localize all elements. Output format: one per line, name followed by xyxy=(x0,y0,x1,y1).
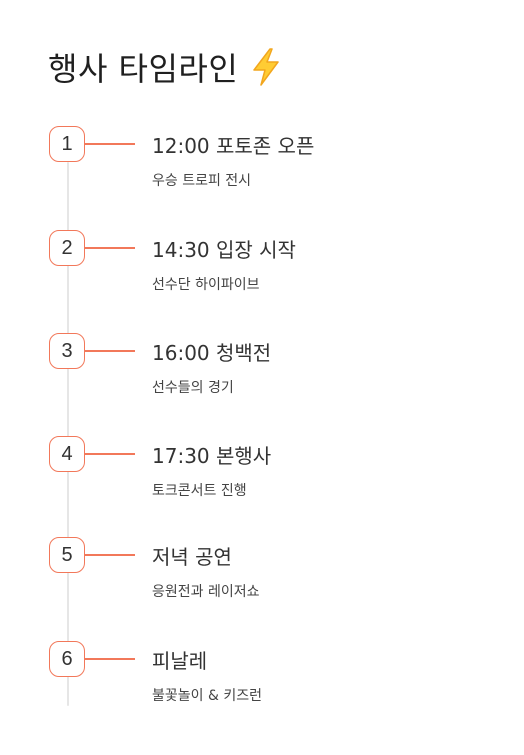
item-description: 불꽃놀이 & 키즈런 xyxy=(152,688,262,704)
item-title: 14:30 입장 시작 xyxy=(152,238,296,262)
connector-line xyxy=(85,143,135,145)
item-description: 응원전과 레이저쇼 xyxy=(152,584,260,600)
item-description: 선수단 하이파이브 xyxy=(152,277,260,293)
timeline-item: 1 12:00 포토존 오픈 우승 트로피 전시 xyxy=(49,126,489,216)
step-number-badge: 4 xyxy=(49,436,85,472)
item-title: 피날레 xyxy=(152,649,208,673)
item-description: 토크콘서트 진행 xyxy=(152,483,247,499)
timeline-vertical-line xyxy=(67,162,69,706)
item-title: 저녁 공연 xyxy=(152,545,232,569)
timeline-item: 3 16:00 청백전 선수들의 경기 xyxy=(49,333,489,423)
step-number-badge: 1 xyxy=(49,126,85,162)
connector-line xyxy=(85,350,135,352)
item-title: 16:00 청백전 xyxy=(152,341,272,365)
header: 행사 타임라인 xyxy=(48,44,282,90)
connector-line xyxy=(85,453,135,455)
item-description: 선수들의 경기 xyxy=(152,380,234,396)
timeline-item: 2 14:30 입장 시작 선수단 하이파이브 xyxy=(49,230,489,320)
step-number-badge: 5 xyxy=(49,537,85,573)
step-number-badge: 3 xyxy=(49,333,85,369)
item-description: 우승 트로피 전시 xyxy=(152,173,252,189)
timeline-item: 5 저녁 공연 응원전과 레이저쇼 xyxy=(49,537,489,627)
item-title: 17:30 본행사 xyxy=(152,444,272,468)
item-title: 12:00 포토존 오픈 xyxy=(152,134,315,158)
connector-line xyxy=(85,247,135,249)
timeline-item: 6 피날레 불꽃놀이 & 키즈런 xyxy=(49,641,489,731)
page-title: 행사 타임라인 xyxy=(48,50,239,88)
lightning-bolt-icon xyxy=(250,47,282,87)
step-number-badge: 2 xyxy=(49,230,85,266)
connector-line xyxy=(85,554,135,556)
timeline-item: 4 17:30 본행사 토크콘서트 진행 xyxy=(49,436,489,526)
step-number-badge: 6 xyxy=(49,641,85,677)
connector-line xyxy=(85,658,135,660)
